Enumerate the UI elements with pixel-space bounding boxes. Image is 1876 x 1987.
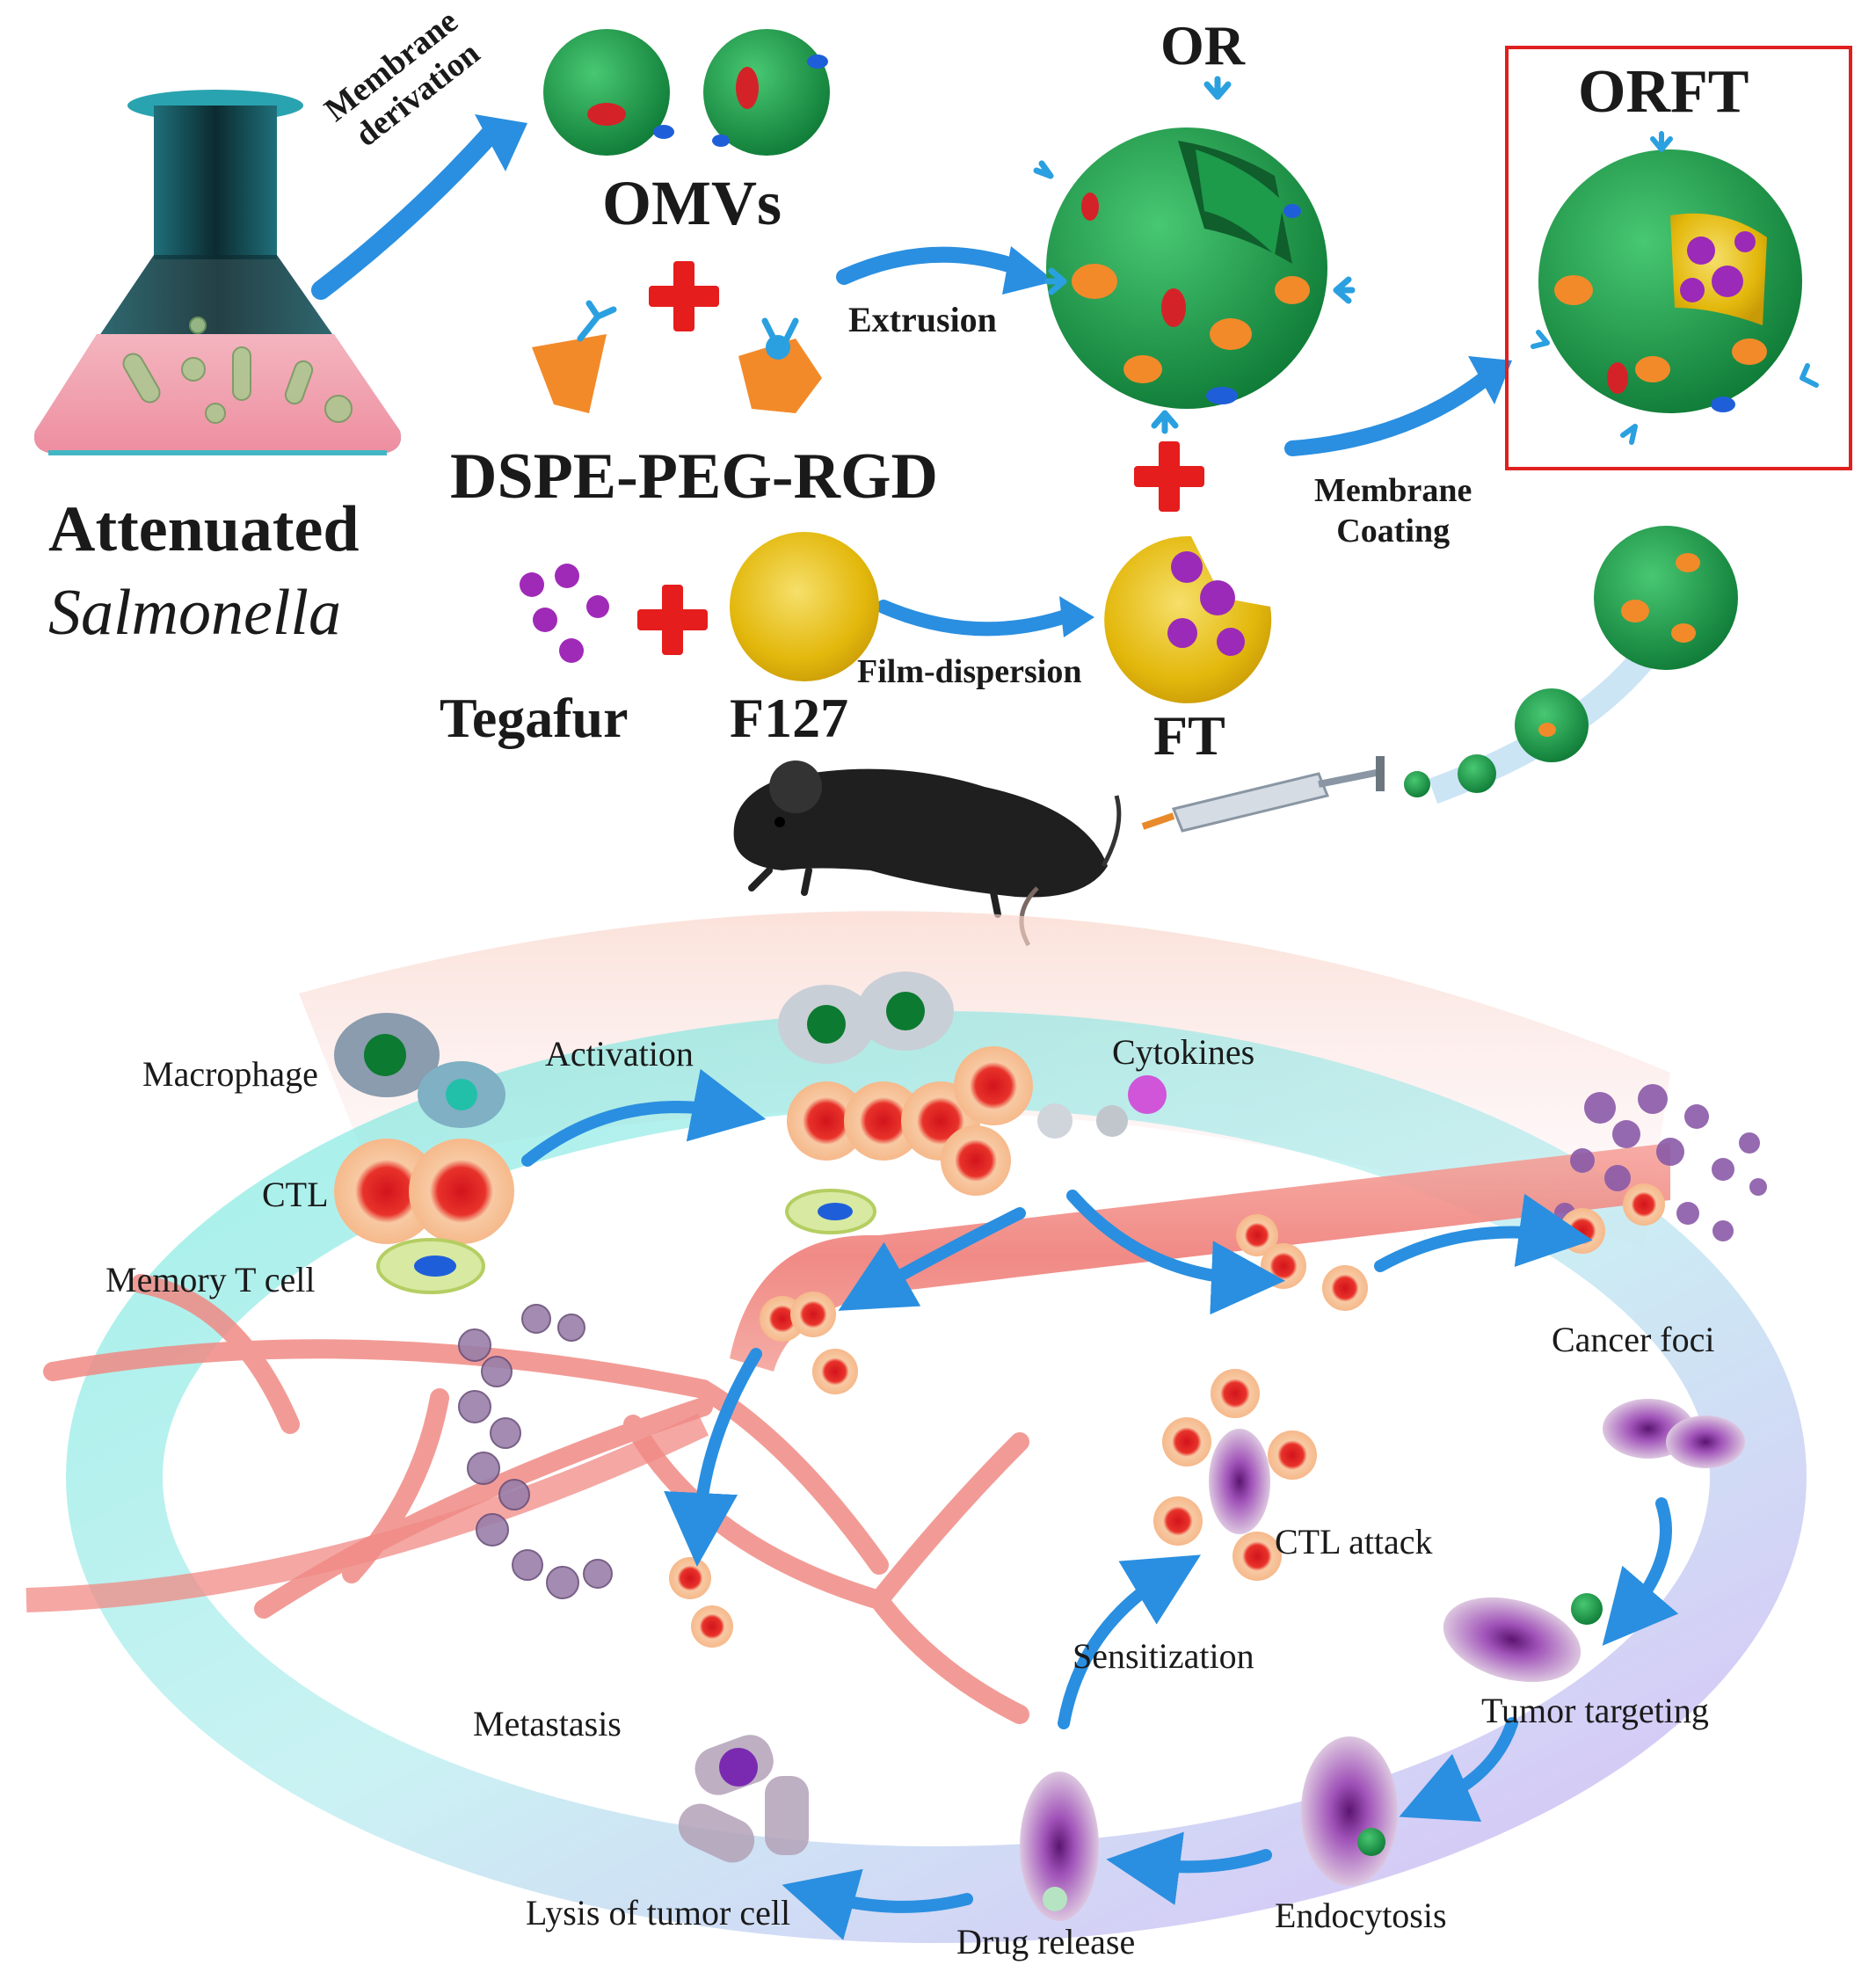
tumor-targeting-label: Tumor targeting [1481,1691,1709,1730]
tumor-cells-process [678,1369,1745,1921]
flask-label-salmonella: Salmonella [48,577,341,649]
flask-label-attenuated: Attenuated [48,493,360,565]
flask-icon [34,90,401,455]
ctl-attack-label: CTL attack [1275,1522,1433,1561]
film-dispersion-label: Film-dispersion [857,653,1082,690]
ft-particle-icon [1104,535,1272,703]
arrow-film-dispersion [876,596,1094,637]
cancer-foci-cluster [1554,1084,1767,1241]
immune-cells-center [778,972,1167,1234]
metastasis-label: Metastasis [473,1704,622,1743]
sensitization-label: Sensitization [1073,1636,1254,1676]
or-label: OR [1160,14,1245,76]
cancer-foci-label: Cancer foci [1552,1320,1715,1359]
tegafur-label: Tegafur [440,687,629,749]
tegafur-molecule-icon [520,564,609,663]
injected-particles-trail [1404,526,1738,804]
omvs-label: OMVs [602,168,782,238]
f127-label: F127 [730,687,849,749]
dspe-peg-rgd-label: DSPE-PEG-RGD [450,440,938,513]
f127-micelle-icon [730,532,879,681]
ft-label: FT [1153,704,1225,767]
orft-label: ORFT [1578,58,1749,126]
membrane-coating-label: Membrane Coating [1314,470,1472,551]
extrusion-label: Extrusion [848,300,997,339]
cytokines-label: Cytokines [1112,1032,1255,1072]
metastasis-cluster [458,1304,613,1599]
dspe-peg-rgd-icon [532,300,822,413]
arrow-extrusion [836,246,1055,295]
plus-icon [637,261,1204,655]
endocytosis-label: Endocytosis [1275,1896,1447,1935]
immune-cells-left [334,1013,514,1294]
drug-release-label: Drug release [956,1922,1136,1962]
arrow-membrane-coating [1284,356,1512,456]
circulation-ring [66,1011,1807,1943]
or-particle-icon [1033,76,1356,434]
membrane-coating-line2: Coating [1336,513,1451,550]
ctl-label: CTL [262,1175,329,1214]
orft-particle-icon [1531,131,1819,445]
arrow-membrane-derivation [311,114,527,300]
omv-vesicle-icon [543,29,830,156]
process-arrows [521,1068,1679,1940]
syringe-icon [1141,756,1385,833]
membrane-coating-line1: Membrane [1314,472,1472,509]
orft-highlight-frame [1505,46,1852,470]
lysis-label: Lysis of tumor cell [526,1893,791,1932]
activation-label: Activation [545,1034,694,1074]
macrophage-label: Macrophage [142,1054,318,1094]
memory-t-cell-label: Memory T cell [105,1260,316,1299]
